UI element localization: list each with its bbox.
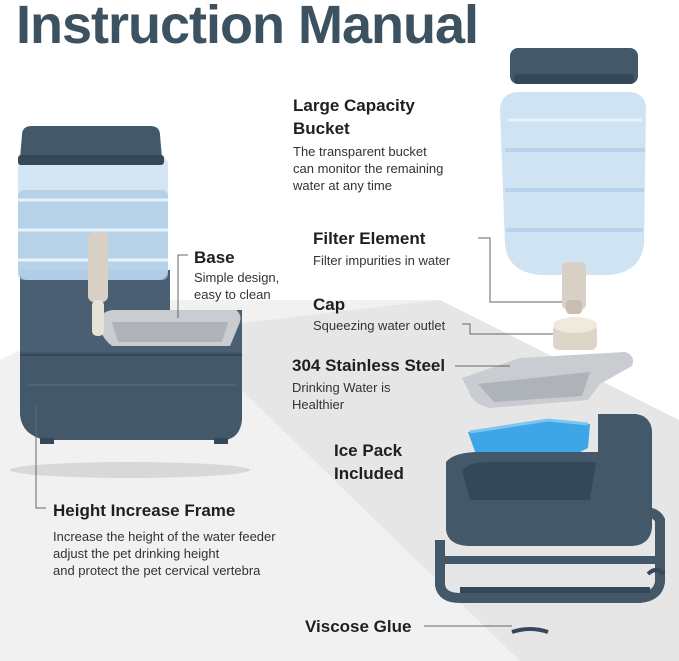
glue-heading: Viscose Glue <box>305 617 412 636</box>
steel-heading: 304 Stainless Steel <box>292 356 446 375</box>
bucket-desc-line1: The transparent bucket <box>293 144 427 159</box>
ice-heading-line1: Ice Pack <box>334 441 403 460</box>
base-desc-line1: Simple design, <box>194 270 280 285</box>
frame-desc-line2: adjust the pet drinking height <box>53 546 220 561</box>
page-title: Instruction Manual <box>16 0 479 55</box>
cap-heading: Cap <box>313 295 346 314</box>
steel-desc-line2: Healthier <box>292 397 345 412</box>
filter-desc: Filter impurities in water <box>313 253 451 268</box>
frame-desc-line1: Increase the height of the water feeder <box>53 529 276 544</box>
cap-desc: Squeezing water outlet <box>313 318 446 333</box>
frame-desc-line3: and protect the pet cervical vertebra <box>53 563 261 578</box>
bucket-desc-line3: water at any time <box>293 178 392 193</box>
base-desc-line2: easy to clean <box>194 287 271 302</box>
frame-heading: Height Increase Frame <box>53 501 236 520</box>
base-heading: Base <box>194 248 235 267</box>
steel-desc-line1: Drinking Water is <box>292 380 391 395</box>
filter-heading: Filter Element <box>313 229 426 248</box>
bucket-heading-line1: Large Capacity <box>293 96 415 115</box>
bucket-heading-line2: Bucket <box>293 119 350 138</box>
ice-heading-line2: Included <box>334 464 404 483</box>
bucket-desc-line2: can monitor the remaining <box>293 161 444 176</box>
